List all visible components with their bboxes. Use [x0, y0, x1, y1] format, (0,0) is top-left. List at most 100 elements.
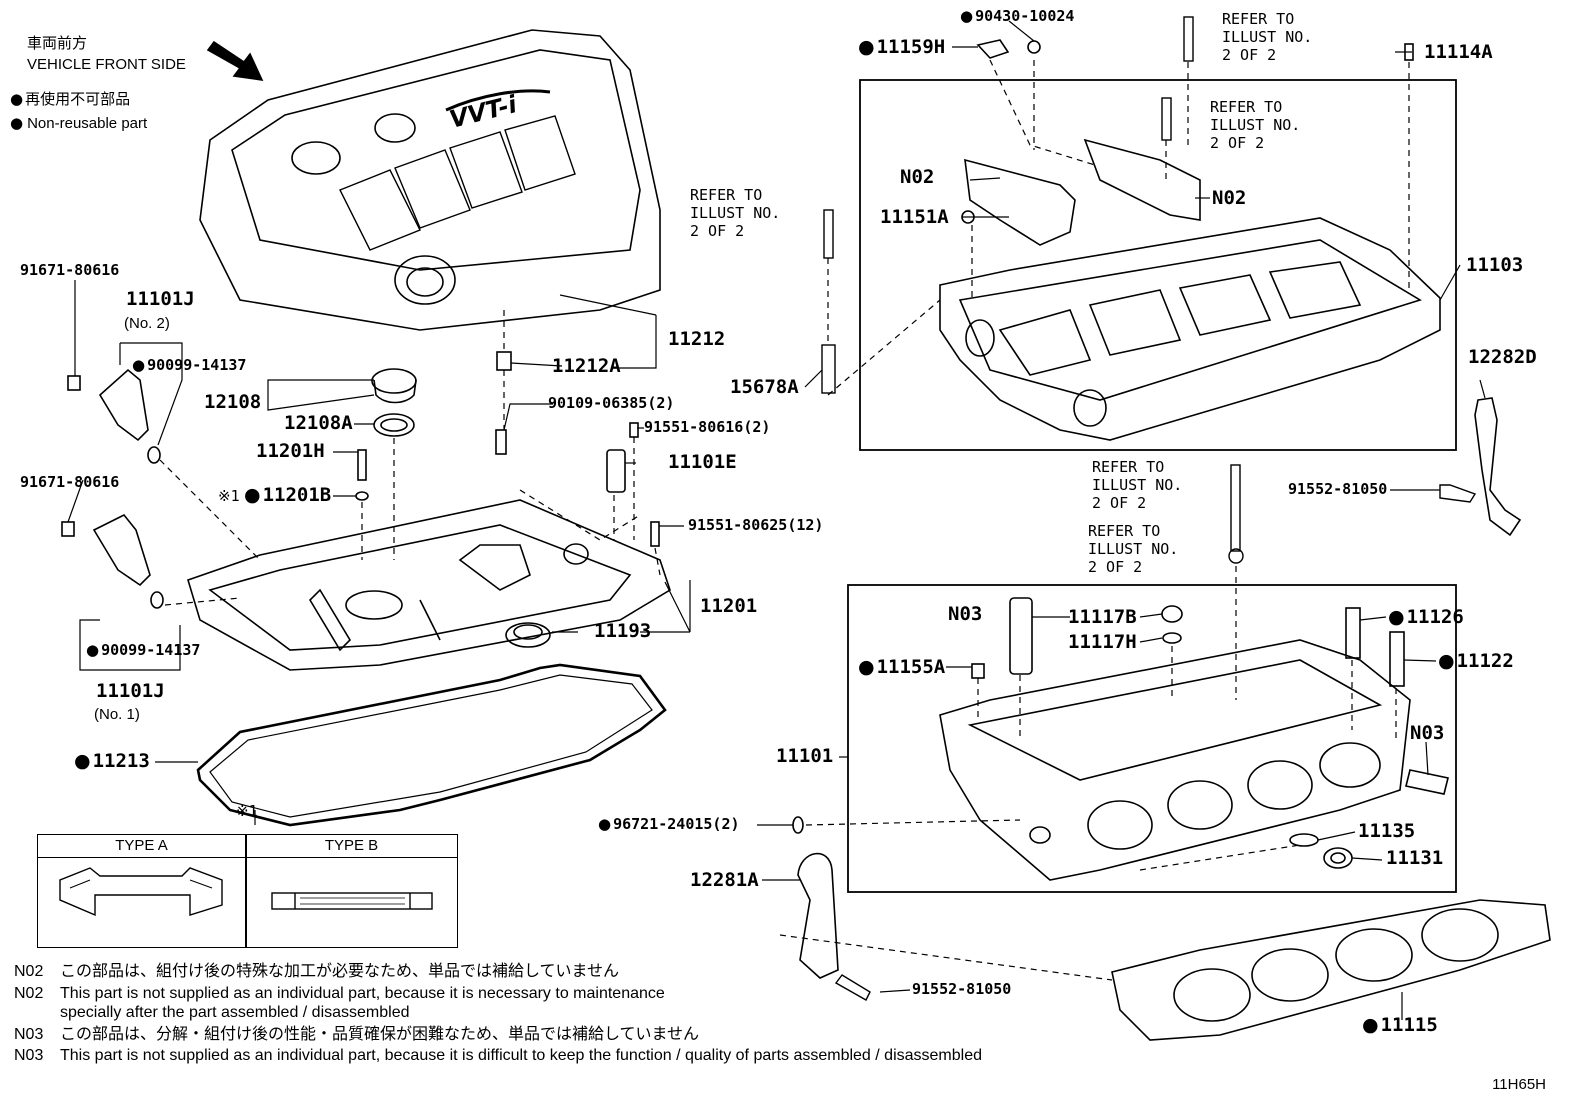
part-label-91552-lower[interactable]: 91552-81050: [912, 980, 1012, 998]
part-label-n02-left[interactable]: N02: [900, 166, 935, 188]
bolt-refer-long: [1230, 464, 1241, 552]
type-illustrations: [59, 867, 433, 917]
part-label-91671-upper[interactable]: 91671-80616: [20, 261, 120, 279]
legend-en-text: Non-reusable part: [27, 115, 148, 132]
part-label-91551-80625[interactable]: 91551-80625(12): [688, 516, 824, 534]
part-label-12108a[interactable]: 12108A: [284, 412, 353, 434]
washer-refer: [1228, 548, 1244, 564]
guide-11126: [1345, 607, 1361, 659]
type-table-divider: [245, 835, 247, 947]
part-label-11201h[interactable]: 11201H: [256, 440, 325, 462]
bearing-cap-n02-right: [1083, 138, 1201, 221]
part-label-11101j-no1[interactable]: 11101J: [96, 680, 165, 702]
type-a-header: TYPE A: [38, 835, 246, 858]
bolt-91551-80625: [650, 521, 660, 547]
refer-note-lower2: REFER TO ILLUST NO. 2 OF 2: [1088, 522, 1179, 576]
note-text-cont: specially after the part assembled / dis…: [60, 1004, 410, 1021]
bolt-91671-upper: [67, 375, 81, 391]
part-label-11115[interactable]: 11115: [1362, 1016, 1438, 1035]
note-code: N03: [14, 1026, 44, 1043]
part-label-90109-06385[interactable]: 90109-06385(2): [548, 394, 675, 412]
part-label-91671-lower[interactable]: 91671-80616: [20, 473, 120, 491]
part-label-11101[interactable]: 11101: [776, 745, 834, 767]
engine-cover-11212: VVT-i: [199, 29, 661, 331]
part-label-11201[interactable]: 11201: [700, 595, 758, 617]
part-label-12108[interactable]: 12108: [204, 391, 262, 413]
seal-11131: [1323, 847, 1353, 869]
gasket-12108a: [373, 413, 415, 437]
cylinder-head-frame: [847, 584, 1457, 893]
part-label-11101e[interactable]: 11101E: [668, 451, 737, 473]
note-n02-en: N02 This part is not supplied as an indiv…: [14, 984, 665, 1022]
part-label-n02-right[interactable]: N02: [1212, 187, 1247, 209]
type-table: TYPE A TYPE B: [37, 834, 458, 948]
part-label-11193[interactable]: 11193: [594, 620, 652, 642]
note-text: This part is not supplied as an individu…: [60, 1047, 982, 1064]
bolt-refer-left: [823, 209, 834, 259]
camshaft-housing-11103: [939, 217, 1441, 441]
part-label-12282d[interactable]: 12282D: [1468, 346, 1537, 368]
part-label-90099-lower[interactable]: 90099-14137: [86, 643, 200, 658]
engine-hanger-12282d: [1474, 397, 1522, 537]
bearing-cap-n02-left: [964, 158, 1076, 246]
part-label-11117h[interactable]: 11117H: [1068, 631, 1137, 653]
part-label-11212a[interactable]: 11212A: [552, 355, 621, 377]
pipe-n03-top: [1009, 597, 1033, 675]
engine-hanger-12281a: [797, 852, 839, 979]
part-label-91551-80616[interactable]: 91551-80616(2): [644, 418, 771, 436]
note-text: この部品は、分解・組付け後の性能・品質確保が困難なため、単品では補給していません: [60, 1026, 700, 1043]
refer-note-lower1: REFER TO ILLUST NO. 2 OF 2: [1092, 458, 1183, 512]
part-label-12281a[interactable]: 12281A: [690, 869, 759, 891]
cylinder-head-cover-11201: [187, 499, 671, 671]
part-label-11212[interactable]: 11212: [668, 328, 726, 350]
part-label-11201b[interactable]: 11201B: [244, 486, 332, 505]
vehicle-front-jp: 車両前方: [27, 35, 88, 52]
refer-note-left: REFER TO ILLUST NO. 2 OF 2: [690, 186, 781, 240]
note-code: N02: [14, 985, 44, 1002]
washer-11201b: [355, 491, 369, 501]
gasket-11135: [1289, 833, 1319, 847]
part-label-mark-1: ※1: [218, 487, 240, 505]
vehicle-front-en: VEHICLE FRONT SIDE: [27, 56, 186, 73]
part-label-96721-24015[interactable]: 96721-24015(2): [598, 817, 739, 832]
cap-11159h: [976, 39, 1010, 59]
illustration-code: 11H65H: [1492, 1076, 1546, 1093]
part-label-11213[interactable]: 11213: [74, 752, 150, 771]
part-label-90430-10024[interactable]: 90430-10024: [960, 9, 1074, 24]
part-label-11114a[interactable]: 11114A: [1424, 41, 1493, 63]
pipe-n03-side: [1405, 769, 1449, 795]
note-n03-jp: N03 この部品は、分解・組付け後の性能・品質確保が困難なため、単品では補給してい…: [14, 1025, 699, 1044]
legend-jp: 再使用不可部品: [10, 88, 130, 109]
part-label-11155a[interactable]: 11155A: [858, 658, 946, 677]
note-text: This part is not supplied as an individu…: [60, 985, 665, 1002]
part-label-90099-upper[interactable]: 90099-14137: [132, 358, 246, 373]
ocv-11101j-no2: [98, 368, 149, 442]
bolt-91671-lower: [61, 521, 75, 537]
part-label-11151a[interactable]: 11151A: [880, 206, 949, 228]
bolt-91552-upper: [1439, 484, 1477, 503]
part-label-n03-top[interactable]: N03: [948, 603, 983, 625]
part-label-11122[interactable]: 11122: [1438, 652, 1514, 671]
seal-11193: [505, 622, 551, 648]
bolt-91552-lower: [834, 974, 871, 1001]
part-label-11101j-no2[interactable]: 11101J: [126, 288, 195, 310]
guide-11122: [1389, 631, 1405, 687]
part-label-11131[interactable]: 11131: [1386, 847, 1444, 869]
refer-note-mid: REFER TO ILLUST NO. 2 OF 2: [1210, 98, 1301, 152]
part-label-11117b[interactable]: 11117B: [1068, 606, 1137, 628]
part-label-11159h[interactable]: 11159H: [858, 38, 946, 57]
camshaft-housing-frame: [859, 79, 1457, 451]
part-label-11103[interactable]: 11103: [1466, 254, 1524, 276]
ocv-11101j-no1: [92, 513, 151, 587]
part-label-15678a[interactable]: 15678A: [730, 376, 799, 398]
part-label-11135[interactable]: 11135: [1358, 820, 1416, 842]
gasket-11117h: [1162, 632, 1182, 644]
part-label-91552-upper[interactable]: 91552-81050: [1288, 480, 1388, 498]
part-label-11126[interactable]: 11126: [1388, 608, 1464, 627]
oring-90099-upper: [147, 446, 161, 464]
legend-en: ●Non-reusable part: [10, 114, 147, 132]
part-label-n03-side[interactable]: N03: [1410, 722, 1445, 744]
legend-dot-icon: ●: [10, 114, 24, 132]
